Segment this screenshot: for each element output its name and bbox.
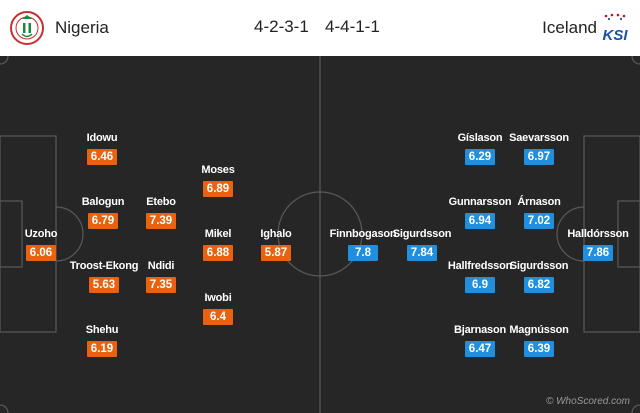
player-home-moses[interactable]: Moses 6.89 xyxy=(183,164,253,197)
player-home-etebo[interactable]: Etebo 7.39 xyxy=(126,196,196,229)
player-rating: 6.79 xyxy=(88,213,118,229)
player-away-halldorsson[interactable]: Halldórsson 7.86 xyxy=(563,228,633,261)
player-name: Saevarsson xyxy=(509,132,569,144)
player-name: Bjarnason xyxy=(454,324,506,336)
pitch-markings xyxy=(0,56,640,413)
player-away-sigurdsson-defender[interactable]: Sigurdsson 6.82 xyxy=(504,260,574,293)
player-rating: 7.02 xyxy=(524,213,554,229)
player-home-idowu[interactable]: Idowu 6.46 xyxy=(67,132,137,165)
player-rating: 6.39 xyxy=(524,341,554,357)
player-rating: 7.84 xyxy=(407,245,437,261)
player-away-sigurdsson-forward[interactable]: Sigurdsson 7.84 xyxy=(387,228,457,261)
player-name: Árnason xyxy=(517,196,561,208)
away-team-name[interactable]: Iceland xyxy=(542,18,597,37)
player-home-uzoho[interactable]: Uzoho 6.06 xyxy=(6,228,76,261)
home-formation: 4-2-3-1 xyxy=(254,17,309,36)
player-rating: 6.29 xyxy=(465,149,495,165)
player-rating: 6.89 xyxy=(203,181,233,197)
player-name: Mikel xyxy=(204,228,232,240)
nigeria-crest-icon xyxy=(10,9,44,47)
player-rating: 5.87 xyxy=(261,245,291,261)
player-name: Idowu xyxy=(86,132,118,144)
ksi-crest-icon: KSI xyxy=(598,10,632,46)
player-name: Sigurdsson xyxy=(509,260,569,272)
player-home-iwobi[interactable]: Iwobi 6.4 xyxy=(183,292,253,325)
player-name: Troost-Ekong xyxy=(69,260,139,272)
player-away-gunnarsson[interactable]: Gunnarsson 6.94 xyxy=(445,196,515,229)
player-rating: 6.9 xyxy=(465,277,495,293)
player-home-troost-ekong[interactable]: Troost-Ekong 5.63 xyxy=(69,260,139,293)
player-home-balogun[interactable]: Balogun 6.79 xyxy=(68,196,138,229)
player-name: Uzoho xyxy=(24,228,58,240)
player-name: Ighalo xyxy=(260,228,292,240)
player-name: Etebo xyxy=(146,196,176,208)
player-rating: 6.47 xyxy=(465,341,495,357)
player-rating: 6.94 xyxy=(465,213,495,229)
player-away-finnbogason[interactable]: Finnbogason 7.8 xyxy=(328,228,398,261)
player-away-bjarnason[interactable]: Bjarnason 6.47 xyxy=(445,324,515,357)
player-away-arnason[interactable]: Árnason 7.02 xyxy=(504,196,574,229)
player-home-ighalo[interactable]: Ighalo 5.87 xyxy=(241,228,311,261)
player-rating: 6.4 xyxy=(203,309,233,325)
player-rating: 6.19 xyxy=(87,341,117,357)
player-home-mikel[interactable]: Mikel 6.88 xyxy=(183,228,253,261)
player-home-shehu[interactable]: Shehu 6.19 xyxy=(67,324,137,357)
away-formation: 4-4-1-1 xyxy=(325,17,380,36)
player-rating: 7.86 xyxy=(583,245,613,261)
ksi-crest-text: KSI xyxy=(602,27,628,44)
player-away-saevarsson[interactable]: Saevarsson 6.97 xyxy=(504,132,574,165)
player-name: Balogun xyxy=(81,196,125,208)
player-name: Moses xyxy=(201,164,235,176)
player-name: Shehu xyxy=(85,324,119,336)
player-name: Ndidi xyxy=(147,260,175,272)
player-rating: 7.39 xyxy=(146,213,176,229)
player-name: Finnbogason xyxy=(329,228,397,240)
match-header: Nigeria 4-2-3-1 4-4-1-1 Iceland KSI xyxy=(0,0,640,56)
player-rating: 6.46 xyxy=(87,149,117,165)
player-away-gislason[interactable]: Gíslason 6.29 xyxy=(445,132,515,165)
player-away-magnusson[interactable]: Magnússon 6.39 xyxy=(504,324,574,357)
player-rating: 6.97 xyxy=(524,149,554,165)
player-away-hallfredsson[interactable]: Hallfredsson 6.9 xyxy=(445,260,515,293)
player-rating: 7.35 xyxy=(146,277,176,293)
player-name: Magnússon xyxy=(509,324,569,336)
player-name: Halldórsson xyxy=(567,228,629,240)
player-name: Gíslason xyxy=(457,132,503,144)
watermark: © WhoScored.com xyxy=(545,396,630,407)
player-rating: 6.82 xyxy=(524,277,554,293)
player-rating: 7.8 xyxy=(348,245,378,261)
pitch: Uzoho 6.06 Idowu 6.46 Balogun 6.79 Troos… xyxy=(0,56,640,413)
player-rating: 6.06 xyxy=(26,245,56,261)
player-name: Iwobi xyxy=(204,292,232,304)
player-name: Gunnarsson xyxy=(448,196,512,208)
home-team-name[interactable]: Nigeria xyxy=(55,18,109,37)
player-name: Sigurdsson xyxy=(392,228,452,240)
player-name: Hallfredsson xyxy=(447,260,513,272)
player-rating: 6.88 xyxy=(203,245,233,261)
player-home-ndidi[interactable]: Ndidi 7.35 xyxy=(126,260,196,293)
player-rating: 5.63 xyxy=(89,277,119,293)
